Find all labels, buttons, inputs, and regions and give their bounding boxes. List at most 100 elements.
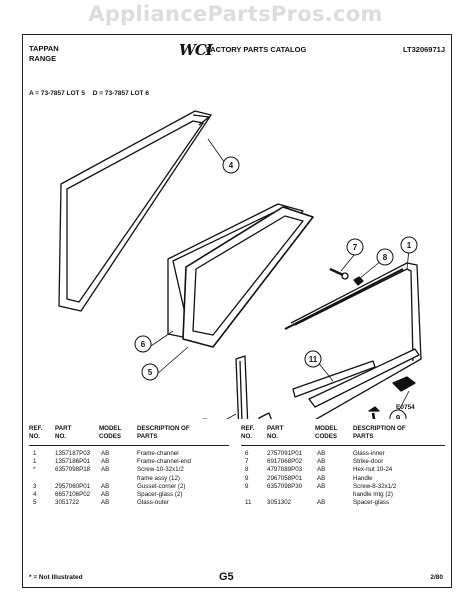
table-row: frame assy (12): [29, 475, 229, 483]
cell-ref: 7: [245, 458, 249, 466]
table-row: handle mtg (2): [241, 491, 445, 499]
header-model: MODEL CODES: [99, 425, 122, 440]
brand-block: TAPPAN RANGE: [29, 44, 59, 64]
cell-model: AB: [101, 458, 110, 466]
product-type: RANGE: [29, 54, 57, 63]
model-legend: A = 73-7857 LOT 5 D = 73-7857 LOT 6: [29, 90, 155, 97]
cell-desc: handle mtg (2): [353, 490, 393, 498]
cell-desc: Glass-inner: [353, 450, 385, 457]
cell-desc: Frame-channel: [137, 450, 179, 457]
brand-name: TAPPAN: [29, 44, 59, 53]
table-row: 11 3051302 AB Spacer-glass: [241, 499, 445, 507]
cell-ref: 9: [245, 474, 249, 482]
cell-model: AB: [317, 474, 326, 482]
watermark: AppliancePartsPros.com: [88, 2, 383, 26]
header-ref: REF. NO.: [241, 425, 255, 440]
callout-1: 1: [407, 241, 412, 250]
cell-desc: Screw-10-32x1/2: [137, 466, 184, 474]
table-row: 8 4797089P03 AB Hex-nut 10-24: [241, 466, 445, 474]
table-row: 6 2757091P01 AB Glass-inner: [241, 450, 445, 458]
cell-desc: Hex-nut 10-24: [353, 466, 393, 474]
cell-ref: 1: [33, 458, 37, 466]
parts-catalog-page: TAPPAN RANGE WCI FACTORY PARTS CATALOG L…: [22, 34, 452, 588]
cell-desc: frame assy (12): [137, 474, 180, 482]
cell-model: AB: [317, 482, 326, 490]
header-desc: DESCRIPTION OF PARTS: [353, 425, 406, 440]
cell-model: AB: [101, 490, 110, 498]
cell-model: AB: [101, 499, 110, 507]
cell-desc: Glass-outer: [137, 499, 169, 507]
cell-desc: Gusset-corner (2): [137, 482, 186, 490]
table-header-left: REF. NO. PART NO. MODEL CODES DESCRIPTIO…: [29, 425, 229, 446]
cell-part: 2757091P01: [267, 450, 303, 457]
cell-ref: 4: [33, 490, 37, 498]
cell-model: AB: [101, 466, 110, 474]
model-d: D = 73-7857 LOT 6: [92, 90, 149, 97]
handle-bracket: [392, 376, 416, 392]
catalog-number: LT3206971J: [403, 45, 445, 54]
cell-ref: 11: [245, 499, 252, 507]
cell-ref: 5: [33, 499, 37, 507]
cell-model: AB: [317, 499, 326, 507]
wci-logo: WCI: [179, 41, 213, 59]
diagram-code: E0754: [396, 404, 415, 411]
table-row: * 6357098P18 AB Screw-10-32x1/2: [29, 466, 229, 474]
cell-ref: 3: [33, 482, 37, 490]
header-desc: DESCRIPTION OF PARTS: [137, 425, 190, 440]
cell-part: 6657106P02: [55, 490, 91, 498]
exploded-diagram: 4 6 5 7 8 1 11 2 3 9 10: [58, 110, 422, 419]
cell-desc: Spacer-glass (2): [137, 490, 183, 498]
cell-ref: 8: [245, 466, 249, 474]
cell-ref: *: [33, 466, 36, 474]
frame-part: [58, 110, 212, 312]
cell-desc: Strike-door: [353, 458, 384, 466]
cell-model: AB: [317, 458, 326, 466]
table-header-right: REF. NO. PART NO. MODEL CODES DESCRIPTIO…: [241, 425, 445, 446]
footnote: * = Not Illustrated: [29, 574, 83, 581]
catalog-title: FACTORY PARTS CATALOG: [206, 45, 307, 54]
cell-model: AB: [317, 466, 326, 474]
strike-screw: [329, 267, 349, 280]
callout-9: 9: [396, 414, 401, 419]
page-number: G5: [219, 571, 234, 583]
cell-part: 6357098P18: [55, 466, 91, 474]
cell-model: AB: [317, 450, 326, 457]
model-a: A = 73-7857 LOT 5: [29, 90, 85, 97]
cell-part: 3051302: [267, 499, 292, 507]
handle-screw: [368, 406, 380, 419]
cell-model: AB: [101, 482, 110, 490]
spacer-bar: [292, 360, 376, 398]
cell-desc: Screw-8-32x1/2: [353, 482, 397, 490]
callout-7: 7: [353, 243, 358, 252]
cell-ref: 9: [245, 482, 249, 490]
callout-6: 6: [141, 340, 146, 349]
callout-11: 11: [309, 355, 318, 364]
header-model: MODEL CODES: [315, 425, 338, 440]
cell-part: 4797089P03: [267, 466, 303, 474]
revision-date: 2/80: [430, 574, 443, 581]
header-part: PART NO.: [55, 425, 72, 440]
cell-part: 1357186P01: [55, 458, 91, 466]
cell-desc: Handle: [353, 474, 373, 482]
cell-model: AB: [101, 450, 110, 457]
header-part: PART NO.: [267, 425, 284, 440]
cell-part: 1357187P03: [55, 450, 91, 457]
callout-4: 4: [229, 161, 234, 170]
cell-part: 6357098P30: [267, 482, 303, 490]
outer-glass: [182, 206, 314, 348]
cell-desc: Spacer-glass: [353, 499, 390, 507]
table-row: 9 6357098P30 AB Screw-8-32x1/2: [241, 483, 445, 491]
cell-desc: Frame-channel-end: [137, 458, 191, 466]
header-ref: REF. NO.: [29, 425, 43, 440]
table-row: 4 6657106P02 AB Spacer-glass (2): [29, 491, 229, 499]
callout-5: 5: [148, 368, 153, 377]
parts-column-left: REF. NO. PART NO. MODEL CODES DESCRIPTIO…: [29, 425, 229, 507]
parts-column-right: REF. NO. PART NO. MODEL CODES DESCRIPTIO…: [241, 425, 445, 507]
gusset-corner: [258, 412, 272, 419]
cell-ref: 6: [245, 450, 249, 457]
